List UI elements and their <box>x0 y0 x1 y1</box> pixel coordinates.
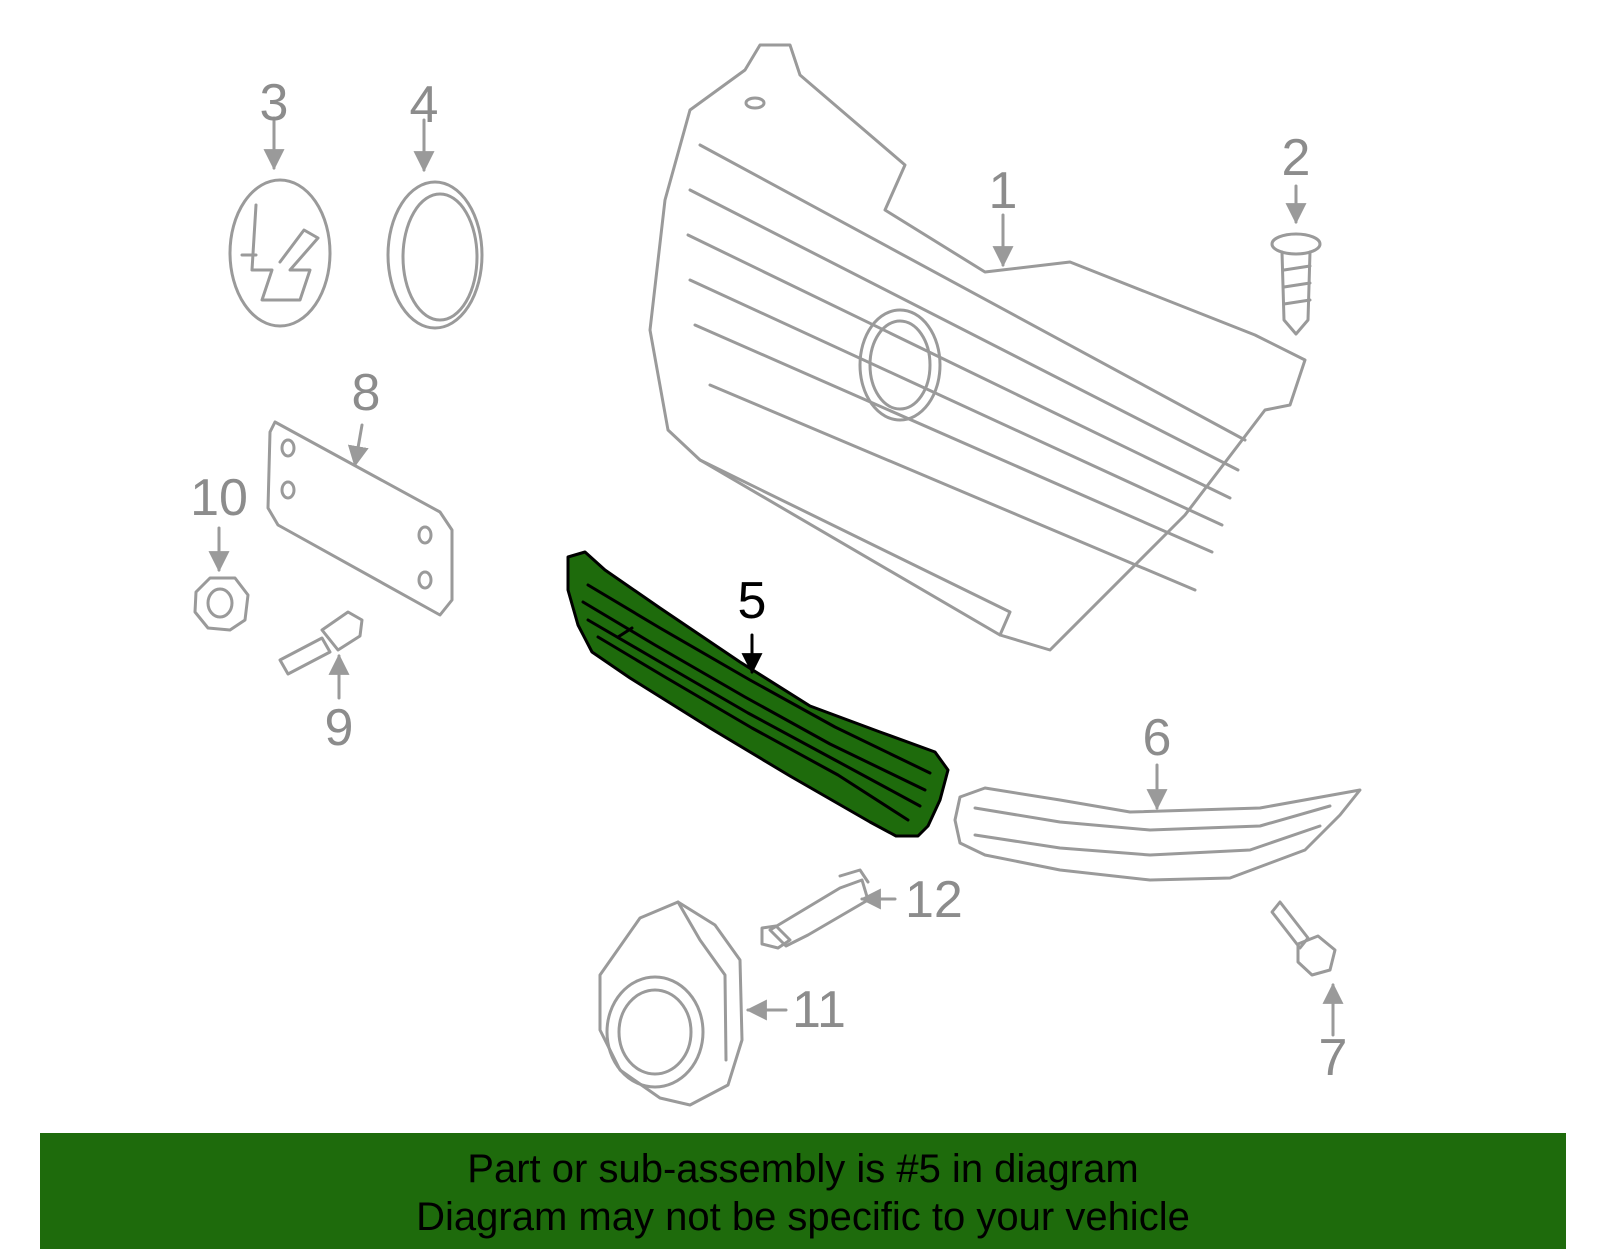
part-3-emblem <box>228 178 332 328</box>
part-2-clip <box>1270 232 1322 336</box>
callout-6: 6 <box>1143 709 1172 767</box>
part-5-lower-grille-highlighted <box>566 550 950 838</box>
callout-3: 3 <box>260 74 289 132</box>
part-12-bracket <box>760 868 870 950</box>
callout-4: 4 <box>410 76 439 134</box>
info-banner: Part or sub-assembly is #5 in diagram Di… <box>40 1133 1566 1249</box>
callout-12: 12 <box>905 871 963 929</box>
callout-11: 11 <box>792 981 846 1039</box>
part-8-bracket <box>266 420 454 617</box>
part-4-cap <box>386 180 484 330</box>
part-6-trim <box>953 786 1362 882</box>
callout-10: 10 <box>190 469 248 527</box>
callout-1: 1 <box>989 162 1018 220</box>
banner-line-2: Diagram may not be specific to your vehi… <box>416 1195 1190 1239</box>
callout-7: 7 <box>1319 1029 1348 1087</box>
callout-8: 8 <box>352 364 381 422</box>
part-11-sensor <box>598 900 744 1107</box>
callout-9: 9 <box>325 699 354 757</box>
part-9-bolt <box>278 610 364 676</box>
part-10-nut <box>193 576 250 632</box>
banner-line-1: Part or sub-assembly is #5 in diagram <box>467 1147 1139 1191</box>
callout-5: 5 <box>738 572 767 630</box>
part-1-grille <box>648 43 1307 652</box>
part-7-bolt <box>1270 900 1337 977</box>
callout-2: 2 <box>1282 129 1311 187</box>
